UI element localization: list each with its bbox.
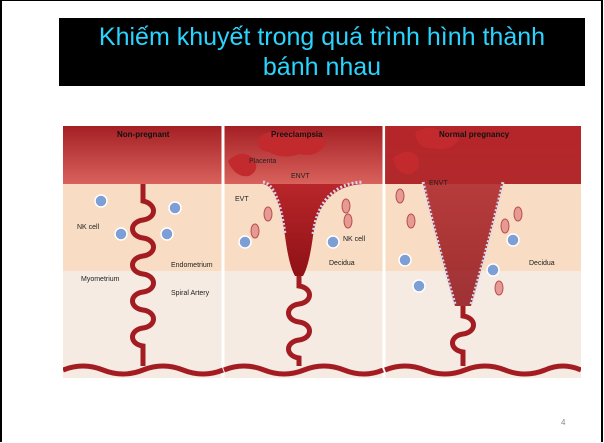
label-decidua-mid: Decidua (329, 260, 355, 267)
label-placenta: Placenta (249, 158, 276, 165)
label-endometrium: Endometrium (171, 262, 213, 269)
label-envt-mid: ENVT (291, 173, 310, 180)
panel-label-preeclampsia: Preeclampsia (271, 130, 323, 139)
label-evt: EVT (235, 196, 249, 203)
label-spiral-artery: Spiral Artery (171, 290, 209, 297)
title-line-2: bánh nhau (59, 52, 585, 82)
panel-label-nonpregnant: Non-pregnant (117, 130, 169, 139)
placenta-diagram-svg (63, 126, 581, 390)
label-envt-right: ENVT (429, 180, 448, 187)
placenta-diagram: Non-pregnant Preeclampsia Normal pregnan… (63, 126, 581, 390)
label-nk-cell-mid: NK cell (343, 236, 365, 243)
label-decidua-right: Decidua (529, 260, 555, 267)
label-myometrium: Myometrium (81, 276, 120, 283)
slide-title: Khiếm khuyết trong quá trình hình thành … (59, 18, 585, 86)
title-line-1: Khiếm khuyết trong quá trình hình thành (59, 22, 585, 52)
panel-label-normal-pregnancy: Normal pregnancy (439, 130, 509, 139)
page-number: 4 (561, 418, 565, 427)
label-nk-cell-left: NK cell (77, 224, 99, 231)
